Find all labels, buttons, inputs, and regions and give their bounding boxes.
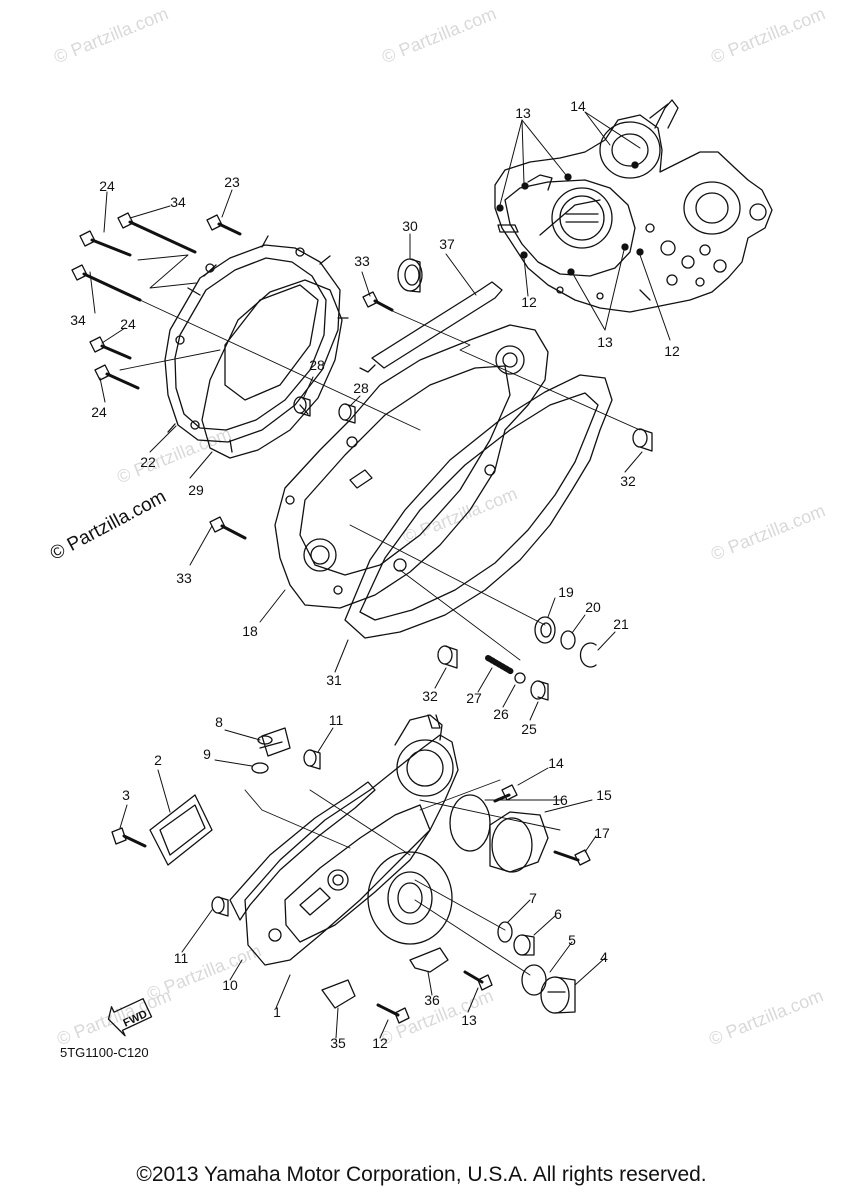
callout-12-crankcase-right: 12 [664,343,680,359]
dowel-pins-drawing [212,750,320,916]
callout-17: 17 [594,825,610,841]
alignment-lines [120,255,640,975]
chain-guide-drawing [360,282,502,372]
callout-25: 25 [521,721,537,737]
callout-14-crankcase: 14 [570,98,586,114]
callout-18: 18 [242,623,258,639]
callout-32-lower: 32 [422,688,438,704]
cover-plate-drawing [112,795,212,865]
callout-20: 20 [585,599,601,615]
callout-19: 19 [558,584,574,600]
water-pump-parts-drawing [450,785,590,872]
callout-24-middle: 24 [120,316,136,332]
clutch-cover-gasket-drawing [202,280,342,458]
small-parts-drawing [488,617,596,700]
bolts-drawing [72,213,392,538]
crankcase-gasket-drawing [345,375,612,638]
callout-28-right: 28 [353,380,369,396]
callout-10: 10 [222,977,238,993]
callout-2: 2 [154,752,162,768]
filler-plug-drawing [252,728,290,773]
callout-3: 3 [122,787,130,803]
callout-33-left: 33 [176,570,192,586]
crankcase-leaders [500,112,670,340]
callout-11-upper: 11 [328,712,344,728]
callout-24-bottom: 24 [91,404,107,420]
diagram-reference-code: 5TG1100-C120 [60,1045,149,1060]
callout-33-top: 33 [354,253,370,269]
callout-13-crankcase-top: 13 [515,105,531,121]
crankcase-drawing [495,100,772,312]
callout-36: 36 [424,992,440,1008]
callout-30: 30 [402,218,418,234]
callout-14-lower: 14 [548,755,564,771]
generator-gasket-drawing [230,782,375,920]
callout-29: 29 [188,482,204,498]
callout-28-left: 28 [309,357,325,373]
callout-7: 7 [529,890,537,906]
callout-21: 21 [613,616,629,632]
callout-27: 27 [466,690,482,706]
clamps-and-bolts-drawing [322,948,492,1023]
callout-4: 4 [600,949,608,965]
leader-lines [90,190,642,1038]
callout-13-lower: 13 [461,1012,477,1028]
fwd-arrow-icon: FWD [104,993,154,1039]
callout-12-crankcase-left: 12 [521,294,537,310]
callout-37: 37 [439,236,455,252]
callout-23: 23 [224,174,240,190]
callout-34-top: 34 [170,194,186,210]
fwd-label: FWD [121,1008,149,1029]
callout-8: 8 [215,714,223,730]
callout-15: 15 [596,787,612,803]
generator-cover-drawing [245,715,458,965]
drain-plugs-drawing [498,922,575,1013]
callout-24-top: 24 [99,178,115,194]
outer-clutch-cover-drawing [165,236,348,452]
callout-26: 26 [493,706,509,722]
callout-9: 9 [203,746,211,762]
callout-31: 31 [326,672,342,688]
callout-1: 1 [273,1004,281,1020]
crankcase-cover-drawing [275,325,548,608]
callout-22: 22 [140,454,156,470]
callout-35: 35 [330,1035,346,1051]
copyright-notice: ©2013 Yamaha Motor Corporation, U.S.A. A… [136,1163,707,1186]
callout-16: 16 [552,792,568,808]
callout-11-lower: 11 [173,950,189,966]
callout-32-right: 32 [620,473,636,489]
callout-13-crankcase-bottom: 13 [597,334,613,350]
callout-12-lower: 12 [372,1035,388,1051]
callout-6: 6 [554,906,562,922]
callout-34-left: 34 [70,312,86,328]
collars-drawing [294,397,652,668]
oil-seal-drawing [398,259,422,292]
callout-5: 5 [568,932,576,948]
